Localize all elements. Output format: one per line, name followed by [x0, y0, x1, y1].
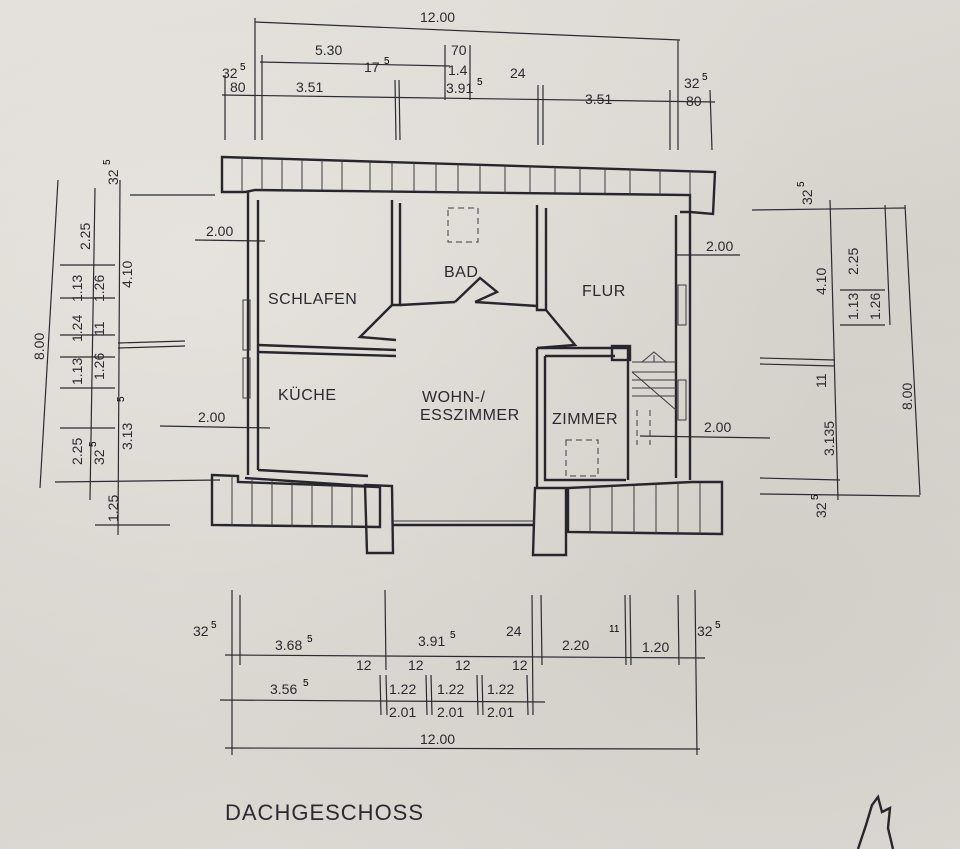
- top-14-dim: 1.4: [448, 62, 468, 78]
- bottom-eaves-band: [210, 473, 724, 536]
- right-3135-dim: 3.135: [821, 421, 837, 456]
- left-410-dim: 4.10: [119, 261, 135, 288]
- bottom-201b-dim: 2.01: [437, 704, 464, 720]
- top-175-sup: 5: [384, 56, 390, 67]
- bottom-122a-dim: 1.22: [389, 681, 416, 697]
- bottom-3685-dim: 3.68: [275, 637, 302, 653]
- right-dimension-lines: [639, 199, 921, 501]
- right-200-top-dim: 2.00: [706, 238, 733, 254]
- room-label-schlafen: SCHLAFEN: [268, 291, 357, 308]
- bottom-24-dim: 24: [506, 623, 522, 639]
- bottom-201c-dim: 2.01: [487, 704, 514, 720]
- top-24-dim: 24: [510, 65, 526, 81]
- bottom-12a-dim: 12: [356, 657, 372, 673]
- left-325-sup: 5: [102, 159, 113, 165]
- room-label-zimmer: ZIMMER: [552, 411, 618, 428]
- top-351-left-dim: 3.51: [296, 79, 323, 95]
- left-325b-sup: 5: [88, 441, 99, 447]
- bottom-325-left-dim: 32: [193, 623, 209, 639]
- bottom-3565-dim: 3.56: [270, 681, 297, 697]
- room-label-wohn-1: WOHN-/: [422, 389, 485, 406]
- top-325-right-sup: 5: [702, 72, 708, 83]
- top-325-left-dim: 32: [222, 65, 238, 81]
- bottom-122c-dim: 1.22: [487, 681, 514, 697]
- top-80-right-dim: 80: [686, 93, 702, 109]
- room-label-wohn-2: ESSZIMMER: [420, 407, 520, 424]
- top-325-right-dim: 32: [684, 75, 700, 91]
- top-dimension-lines: [221, 18, 716, 151]
- exterior-walls: [242, 192, 692, 557]
- top-351-right-dim: 3.51: [585, 91, 612, 107]
- bottom-3685-sup: 5: [307, 634, 313, 645]
- bottom-220-dim: 2.20: [562, 637, 589, 653]
- bottom-dimension-lines: [219, 589, 706, 756]
- right-11-dim: 11: [813, 373, 829, 388]
- bottom-3565-sup: 5: [303, 678, 309, 689]
- bottom-391-sup: 5: [450, 630, 456, 641]
- bottom-12c-dim: 12: [455, 657, 471, 673]
- bottom-325-right-sup: 5: [715, 620, 721, 631]
- left-225-dim: 2.25: [77, 223, 93, 250]
- bottom-11-dim: 11: [609, 624, 620, 635]
- left-126-dim: 1.26: [91, 275, 107, 302]
- right-325-bottom-sup: 5: [810, 494, 821, 500]
- bottom-325-right-dim: 32: [697, 623, 713, 639]
- tree-sketch-icon: [856, 794, 895, 849]
- left-dimension-lines: [39, 179, 271, 536]
- left-325-dim: 32: [105, 169, 121, 185]
- bottom-total-dim: 12.00: [420, 731, 455, 747]
- roof-window-marks: [447, 207, 599, 477]
- right-total-dim: 8.00: [899, 383, 915, 410]
- right-113-dim: 1.13: [845, 293, 861, 320]
- bottom-201a-dim: 2.01: [389, 704, 416, 720]
- top-80-left-dim: 80: [230, 79, 246, 95]
- left-113-dim: 1.13: [69, 275, 85, 302]
- right-325-top-dim: 32: [799, 189, 815, 205]
- top-391-sup: 5: [477, 77, 483, 88]
- bottom-391-dim: 3.91: [418, 633, 445, 649]
- left-126b-dim: 1.26: [91, 353, 107, 380]
- interior-walls: [257, 200, 677, 488]
- top-325-left-sup: 5: [240, 62, 246, 73]
- left-total-dim: 8.00: [31, 333, 47, 360]
- top-70-dim: 70: [451, 42, 467, 58]
- right-225-dim: 2.25: [845, 248, 861, 275]
- top-391-dim: 3.91: [446, 80, 473, 96]
- right-200-bottom-dim: 2.00: [704, 419, 731, 435]
- left-200-top-dim: 2.00: [206, 223, 233, 239]
- left-200-bottom-dim: 2.00: [198, 409, 225, 425]
- room-label-flur: FLUR: [582, 283, 626, 300]
- left-325b-dim: 32: [91, 449, 107, 465]
- left-11-dim: 11: [91, 321, 107, 336]
- bottom-12b-dim: 12: [408, 657, 424, 673]
- bottom-120-dim: 1.20: [642, 639, 669, 655]
- right-126-dim: 1.26: [867, 293, 883, 320]
- room-label-kueche: KÜCHE: [278, 386, 337, 404]
- bottom-325-left-sup: 5: [211, 620, 217, 631]
- left-124-dim: 1.24: [69, 315, 85, 342]
- top-total-dim: 12.00: [420, 9, 455, 25]
- bottom-12d-dim: 12: [512, 657, 528, 673]
- top-175-dim: 17: [364, 59, 380, 75]
- plan-title: DACHGESCHOSS: [225, 800, 424, 825]
- right-410-dim: 4.10: [813, 268, 829, 295]
- bottom-122b-dim: 1.22: [437, 681, 464, 697]
- left-3135-sup: 5: [116, 396, 127, 402]
- right-325-top-sup: 5: [796, 181, 807, 187]
- room-label-bad: BAD: [444, 264, 478, 281]
- left-113b-dim: 1.13: [69, 358, 85, 385]
- top-eaves-band: [220, 155, 717, 216]
- left-3135-dim: 3.13: [119, 423, 135, 450]
- top-530-dim: 5.30: [315, 42, 342, 58]
- left-125-dim: 1.25: [105, 495, 121, 522]
- right-325-bottom-dim: 32: [813, 502, 829, 518]
- left-225b-dim: 2.25: [69, 438, 85, 465]
